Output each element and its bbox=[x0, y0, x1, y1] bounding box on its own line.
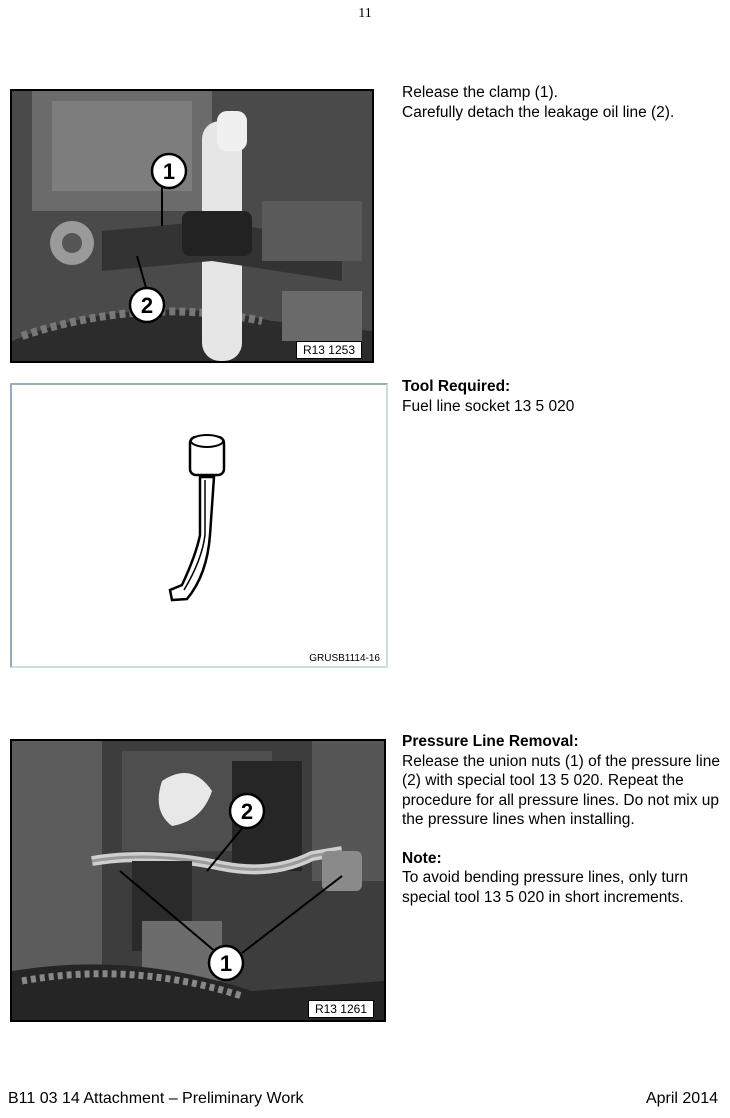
instruction-paragraph: Release the union nuts (1) of the pressu… bbox=[402, 752, 720, 829]
image-reference: R13 1261 bbox=[307, 1000, 374, 1018]
tool-name: Fuel line socket 13 5 020 bbox=[402, 397, 575, 415]
engine-photo-pressure-lines: 2 1 R13 1261 bbox=[10, 739, 386, 1022]
pressure-line-text: Pressure Line Removal: Release the union… bbox=[402, 732, 722, 907]
engine-photo-clamp: 1 2 R13 1253 bbox=[10, 89, 374, 363]
svg-text:1: 1 bbox=[220, 951, 232, 976]
section-heading: Pressure Line Removal: bbox=[402, 733, 579, 750]
engine-photo-drawing: 2 1 bbox=[12, 741, 384, 1020]
note-paragraph: To avoid bending pressure lines, only tu… bbox=[402, 869, 689, 906]
svg-text:1: 1 bbox=[163, 159, 175, 184]
callout-1: 1 bbox=[150, 152, 188, 190]
image-reference: R13 1253 bbox=[295, 341, 362, 359]
callout-1: 1 bbox=[207, 944, 245, 982]
section-heading: Tool Required: bbox=[402, 378, 511, 395]
instruction-line: Carefully detach the leakage oil line (2… bbox=[402, 103, 675, 121]
callout-2: 2 bbox=[128, 286, 166, 324]
page-number: 11 bbox=[358, 6, 372, 21]
footer-date: April 2014 bbox=[645, 1090, 718, 1107]
socket-tool-drawing bbox=[168, 434, 226, 602]
svg-text:2: 2 bbox=[141, 293, 153, 318]
footer-title: B11 03 14 Attachment – Preliminary Work bbox=[8, 1090, 304, 1107]
instruction-text-1: Release the clamp (1). Carefully detach … bbox=[402, 83, 722, 122]
note-heading: Note: bbox=[402, 849, 442, 867]
instruction-line: Release the clamp (1). bbox=[402, 84, 558, 101]
page-footer: B11 03 14 Attachment – Preliminary Work … bbox=[8, 1090, 718, 1108]
tool-required-text: Tool Required: Fuel line socket 13 5 020 bbox=[402, 377, 722, 416]
callout-2: 2 bbox=[228, 792, 266, 830]
tool-image: GRUSB1114-16 bbox=[10, 383, 388, 668]
engine-photo-drawing: 1 2 bbox=[12, 91, 372, 361]
image-reference: GRUSB1114-16 bbox=[307, 653, 382, 664]
svg-text:2: 2 bbox=[241, 799, 253, 824]
